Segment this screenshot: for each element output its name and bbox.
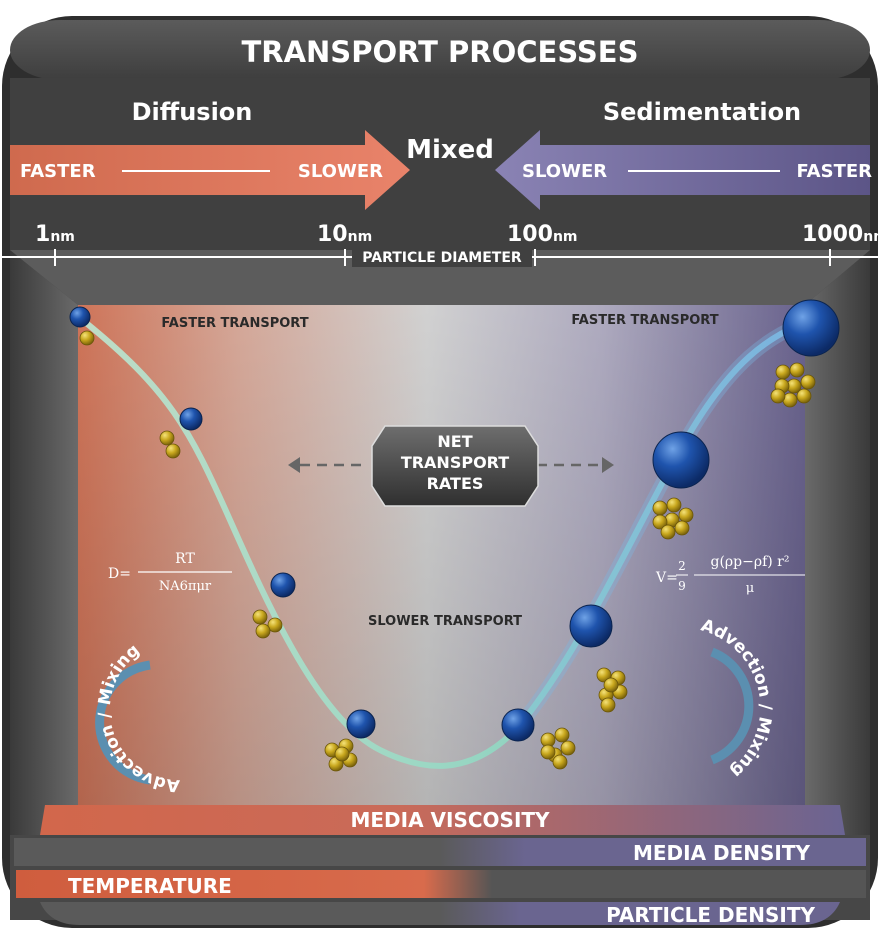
mixed-label: Mixed xyxy=(406,135,494,165)
net-line-1: NET xyxy=(437,432,472,451)
scale-tick-label: 1nm xyxy=(35,222,75,247)
particle-cluster xyxy=(79,330,95,346)
slower-transport: SLOWER TRANSPORT xyxy=(368,614,522,629)
particle xyxy=(782,299,840,357)
right-wall xyxy=(805,250,870,835)
particle xyxy=(501,708,535,742)
left-wall xyxy=(10,250,78,835)
net-line-2: TRANSPORT xyxy=(401,453,509,472)
net-line-3: RATES xyxy=(427,474,484,493)
temperature-label: TEMPERATURE xyxy=(68,874,232,898)
temperature-bar xyxy=(16,870,866,898)
page-title: TRANSPORT PROCESSES xyxy=(241,35,638,69)
particle-cluster xyxy=(324,738,358,772)
media-viscosity-bar xyxy=(40,805,845,835)
particle-cluster xyxy=(652,497,694,540)
faster-transport-left: FASTER TRANSPORT xyxy=(161,316,308,331)
particle-cluster xyxy=(252,609,283,639)
media-density-bar xyxy=(14,838,866,866)
sedimentation-arrow-start: SLOWER xyxy=(522,161,607,182)
scale-tick-label: 1000nm xyxy=(802,222,880,247)
particle-cluster xyxy=(159,430,181,459)
svg-text:NA6πμr: NA6πμr xyxy=(159,579,212,594)
media-density-label: MEDIA DENSITY xyxy=(633,841,811,865)
particle-cluster xyxy=(770,362,816,408)
top-wall xyxy=(10,250,870,305)
svg-text:D=: D= xyxy=(108,566,131,582)
media-viscosity-label: MEDIA VISCOSITY xyxy=(350,808,550,832)
particle xyxy=(179,407,203,431)
sedimentation-label: Sedimentation xyxy=(603,98,801,126)
svg-text:μ: μ xyxy=(746,581,754,596)
scale-tick-label: 10nm xyxy=(317,222,372,247)
particle xyxy=(652,431,710,489)
scale-label: PARTICLE DIAMETER xyxy=(362,250,522,266)
particle xyxy=(270,572,296,598)
scale-ticks: 1nm 10nm 100nm 1000nm xyxy=(35,222,880,266)
diffusion-arrow-end: SLOWER xyxy=(298,161,383,182)
net-transport-rates-badge: NET TRANSPORT RATES xyxy=(288,425,614,507)
particle xyxy=(569,604,613,648)
svg-text:V=: V= xyxy=(655,570,678,586)
particle xyxy=(69,306,91,328)
scale-tick-label: 100nm xyxy=(507,222,578,247)
diffusion-arrow-start: FASTER xyxy=(20,161,96,182)
svg-text:9: 9 xyxy=(678,579,686,593)
particles xyxy=(69,299,840,772)
diffusion-label: Diffusion xyxy=(132,98,253,126)
title-band xyxy=(10,20,870,80)
diffusion-equation: D= RT NA6πμr xyxy=(108,551,232,594)
particle-density-label: PARTICLE DENSITY xyxy=(606,903,815,927)
sedimentation-arrow-end-label: FASTER xyxy=(796,161,872,182)
particle-cluster xyxy=(596,667,628,713)
svg-text:2: 2 xyxy=(678,559,686,573)
particle xyxy=(346,709,376,739)
faster-transport-right: FASTER TRANSPORT xyxy=(571,313,718,328)
particle-cluster xyxy=(540,727,576,770)
particle-density-bar xyxy=(40,902,840,925)
sedimentation-equation: V= 2 9 g(ρp−ρf) r² μ xyxy=(655,554,805,596)
svg-text:RT: RT xyxy=(175,551,195,567)
svg-text:g(ρp−ρf) r²: g(ρp−ρf) r² xyxy=(711,554,790,570)
